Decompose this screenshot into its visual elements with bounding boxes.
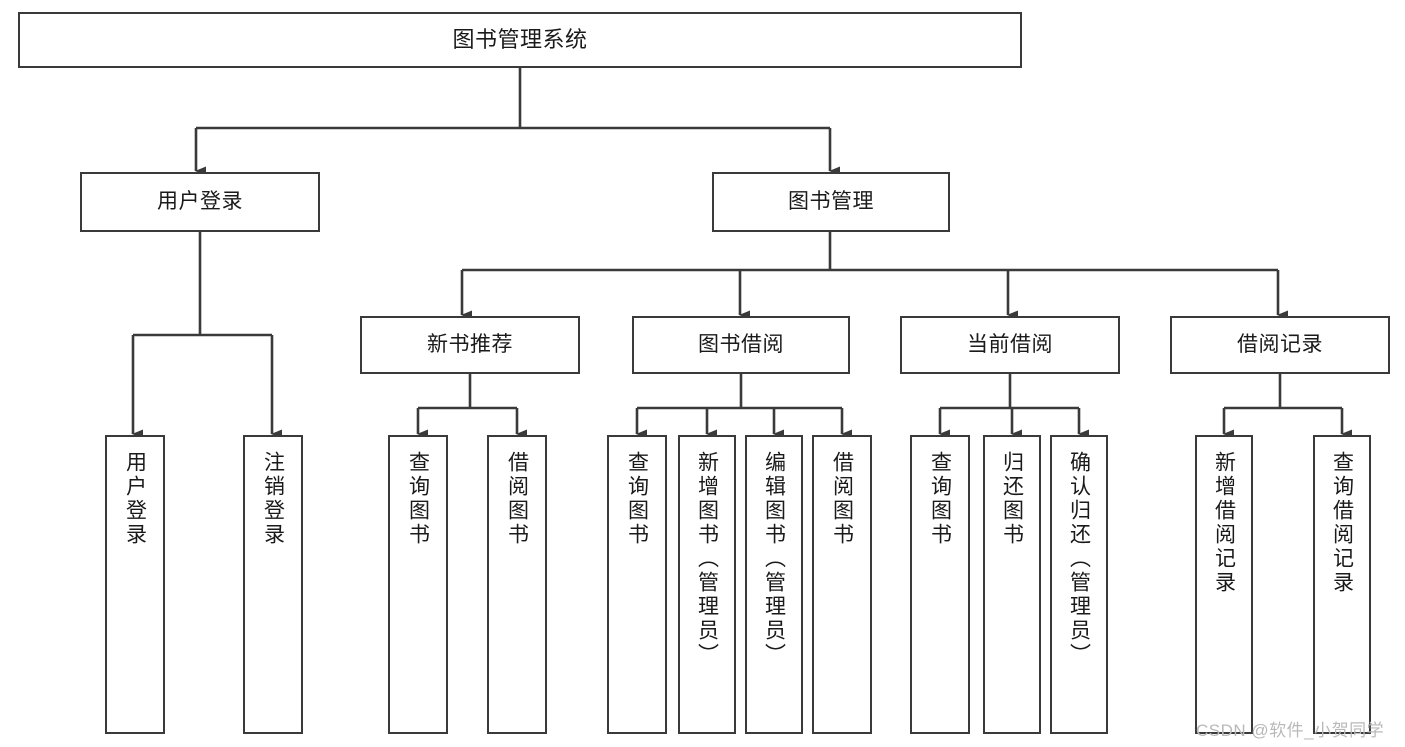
node-leaf-return-book[interactable]: 归还图书	[983, 435, 1041, 734]
node-current-borrow-label: 当前借阅	[967, 333, 1053, 357]
node-leaf-query-book-cur-label: 查询图书	[928, 451, 952, 547]
node-leaf-query-book-rec[interactable]: 查询图书	[388, 435, 448, 734]
node-leaf-query-book-borrow-label: 查询图书	[625, 451, 649, 547]
node-current-borrow[interactable]: 当前借阅	[900, 316, 1120, 374]
node-leaf-logout[interactable]: 注销登录	[243, 435, 303, 734]
node-leaf-borrow-book-rec[interactable]: 借阅图书	[487, 435, 547, 734]
node-leaf-borrow-book-rec-label: 借阅图书	[505, 451, 529, 547]
node-leaf-query-book-borrow[interactable]: 查询图书	[607, 435, 667, 734]
node-leaf-user-login-label: 用户登录	[123, 451, 147, 547]
node-leaf-edit-book-label: 编辑图书（管理员）	[762, 451, 786, 667]
node-leaf-borrow-book-label: 借阅图书	[830, 451, 854, 547]
node-book-manage-label: 图书管理	[788, 190, 874, 214]
node-leaf-query-record[interactable]: 查询借阅记录	[1313, 435, 1371, 734]
node-borrow-record[interactable]: 借阅记录	[1170, 316, 1390, 374]
node-leaf-query-book-rec-label: 查询图书	[406, 451, 430, 547]
node-book-manage[interactable]: 图书管理	[712, 172, 950, 232]
csdn-watermark: CSDN @软件_小贺同学	[1196, 721, 1385, 740]
node-leaf-return-book-label: 归还图书	[1000, 451, 1024, 547]
node-book-borrow[interactable]: 图书借阅	[632, 316, 850, 374]
node-leaf-add-record-label: 新增借阅记录	[1212, 451, 1236, 595]
node-user-login[interactable]: 用户登录	[80, 172, 320, 232]
node-leaf-add-book[interactable]: 新增图书（管理员）	[678, 435, 736, 734]
node-leaf-borrow-book[interactable]: 借阅图书	[812, 435, 872, 734]
node-leaf-confirm-return-label: 确认归还（管理员）	[1067, 451, 1091, 667]
node-leaf-logout-label: 注销登录	[261, 451, 285, 547]
node-book-borrow-label: 图书借阅	[698, 333, 784, 357]
node-leaf-add-book-label: 新增图书（管理员）	[695, 451, 719, 667]
node-leaf-query-book-cur[interactable]: 查询图书	[910, 435, 970, 734]
node-leaf-user-login[interactable]: 用户登录	[105, 435, 165, 734]
node-leaf-add-record[interactable]: 新增借阅记录	[1195, 435, 1253, 734]
node-leaf-edit-book[interactable]: 编辑图书（管理员）	[745, 435, 803, 734]
node-leaf-confirm-return[interactable]: 确认归还（管理员）	[1050, 435, 1108, 734]
connector-lines	[131, 68, 1352, 439]
node-user-login-label: 用户登录	[157, 190, 243, 214]
node-borrow-record-label: 借阅记录	[1237, 333, 1323, 357]
node-new-book-rec-label: 新书推荐	[427, 333, 513, 357]
node-new-book-rec[interactable]: 新书推荐	[360, 316, 580, 374]
node-leaf-query-record-label: 查询借阅记录	[1330, 451, 1354, 595]
node-root-label: 图书管理系统	[452, 26, 588, 52]
node-root[interactable]: 图书管理系统	[18, 12, 1022, 68]
